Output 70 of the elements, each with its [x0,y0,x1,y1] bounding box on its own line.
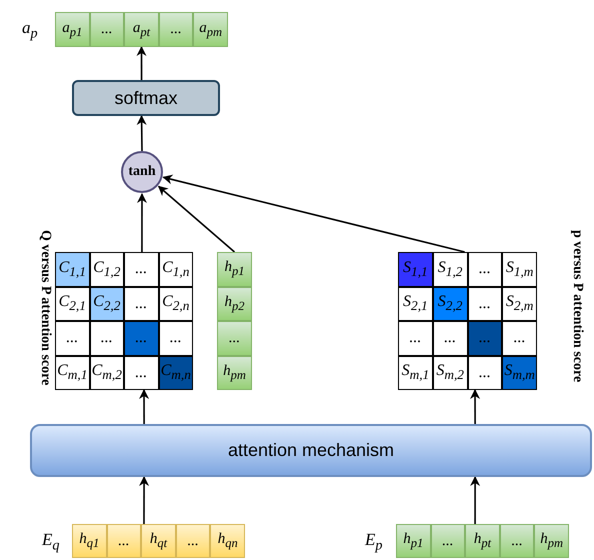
matrix-cell: C$_{1,2}$ [90,252,124,286]
arrow [136,115,147,152]
vector-cell: h$_{pm}$ [534,524,569,558]
matrix-cell: C$_{2,n}$ [158,286,193,321]
matrix-cell: ... [55,321,90,356]
vector-label: a$_{p}$ [22,18,38,42]
vector-cell: ... [430,524,466,558]
arrow [136,193,147,252]
attention-matrix [398,252,537,390]
matrix-cell: ... [124,286,158,321]
vector-cell: h$_{p1}$ [396,524,431,558]
arrow [470,476,480,524]
matrix-cell: S$_{2,m}$ [502,286,537,321]
matrix-cell: ... [468,321,502,356]
matrix-cell: ... [158,321,193,356]
arrow [139,476,150,524]
matrix-cell: ... [468,252,502,286]
matrix-cell: ... [90,321,124,356]
matrix-cell: ... [502,321,537,356]
matrix-cell: C$_{1,1}$ [55,252,90,286]
matrix-cell: C$_{2,2}$ [90,286,124,321]
matrix-cell: C$_{1,n}$ [158,252,193,286]
matrix-cell: S$_{m,m}$ [502,356,537,390]
matrix-cell: ... [124,321,158,356]
vector-cell: ... [176,524,210,558]
vector-cell: h$_{pt}$ [465,524,500,558]
matrix-cell: S$_{m,2}$ [432,356,468,390]
vector-cell: h$_{qt}$ [141,524,176,558]
matrix-cell: C$_{2,1}$ [55,286,90,321]
matrix-cell: C$_{m,1}$ [55,356,90,390]
matrix-cell: ... [124,356,158,390]
vector-cell: ... [500,524,534,558]
vector-cell: a$_{pm}$ [193,12,228,47]
matrix-title: p versus P attention score [569,230,586,382]
vector-cell: a$_{pt}$ [124,12,159,47]
matrix-cell: ... [124,252,158,286]
matrix-cell: C$_{m,n}$ [158,356,193,390]
matrix-cell: ... [468,286,502,321]
softmax-box: softmax [72,80,220,116]
matrix-cell: ... [432,321,468,356]
vector-cell: h$_{q1}$ [72,524,107,558]
matrix-title: Q versus P attention score [37,230,54,386]
vector-label: E$_{q}$ [42,530,60,554]
arrow [470,389,480,424]
matrix-cell: S$_{1,1}$ [398,252,433,286]
arrow [139,389,150,424]
attention-mechanism-box: attention mechanism [30,424,592,477]
vector-cell: h$_{pm}$ [217,356,252,390]
vector-cell: h$_{p2}$ [217,286,252,321]
attention-matrix [55,252,193,390]
arrow [162,174,465,253]
vector-cell: ... [106,524,142,558]
matrix-cell: ... [468,356,502,390]
matrix-cell: ... [398,321,433,356]
vector-label: E$_{p}$ [365,530,382,554]
arrow [136,46,147,80]
arrow [158,186,236,253]
matrix-cell: C$_{m,2}$ [90,356,124,390]
vector-cell: h$_{p1}$ [217,252,252,286]
vector-cell: ... [158,12,194,47]
matrix-cell: S$_{2,2}$ [432,286,468,321]
vector-cell: ... [90,12,124,47]
vector-cell: a$_{p1}$ [55,12,90,47]
matrix-cell: S$_{1,m}$ [502,252,537,286]
matrix-cell: S$_{2,1}$ [398,286,433,321]
matrix-cell: S$_{m,1}$ [398,356,433,390]
vector-cell: h$_{qn}$ [210,524,245,558]
vector-cell: ... [217,321,252,356]
tanh-circle: tanh [121,151,163,193]
matrix-cell: S$_{1,2}$ [432,252,468,286]
